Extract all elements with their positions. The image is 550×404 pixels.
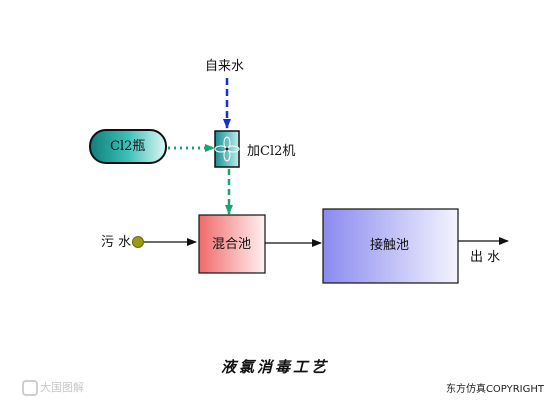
mixing-tank-label: 混合池 [212, 237, 252, 252]
cl2-cylinder-label: Cl2瓶 [110, 139, 146, 154]
outlet-label: 出 水 [470, 250, 501, 265]
watermark-text: 大国图解 [40, 381, 84, 394]
diagram-title: 液氯消毒工艺 [220, 358, 329, 376]
mixing-tank [198, 214, 266, 274]
watermark-logo-icon [22, 380, 38, 396]
tap-water-label: 自来水 [205, 59, 245, 74]
watermark: 大国图解 [22, 380, 84, 396]
fan-icon [214, 136, 240, 162]
contact-tank [322, 208, 459, 284]
cl2-cylinder [89, 129, 167, 164]
sewage-inlet-dot [132, 236, 144, 248]
contact-tank-label: 接触池 [370, 238, 410, 253]
sewage-label: 污 水 [101, 235, 132, 250]
copyright-text: 东方仿真COPYRIGHT [445, 384, 544, 395]
chlorinator-label: 加Cl2机 [247, 144, 296, 159]
